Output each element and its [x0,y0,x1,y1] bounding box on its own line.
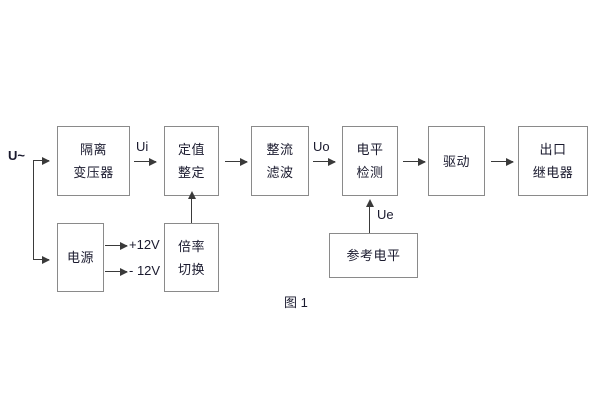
arrow-rectify-filter-to-level-detection [313,157,336,166]
block-output-relay-line-2: 继电器 [532,165,574,180]
signal-label-ui: Ui [136,139,149,154]
block-rectify-filter: 整流 滤波 [251,126,309,196]
arrow-source-to-power-supply [33,255,50,264]
figure-caption: 图 1 [284,295,308,310]
arrow-power-supply-negative-rail [105,267,128,276]
rail-label-positive-12v: +12V [129,237,160,252]
arrow-setting-value-to-rectify-filter [225,157,248,166]
block-setting-value: 定值 整定 [164,126,219,196]
arrow-source-to-isolation-transformer [33,156,50,165]
arrow-drive-to-output-relay [491,157,514,166]
block-output-relay: 出口 继电器 [518,126,588,196]
arrow-isolation-transformer-to-setting-value [134,157,157,166]
arrow-ratio-switch-to-setting-value [187,191,196,223]
block-level-detection-line-2: 检测 [356,165,384,180]
block-rectify-filter-line-1: 整流 [266,142,294,157]
block-rectify-filter-line-2: 滤波 [266,165,294,180]
rail-label-negative-12v: - 12V [129,263,161,278]
source-label-u-ac: U~ [8,148,25,163]
block-drive-line-1: 驱动 [442,153,470,169]
block-reference-level-line-1: 参考电平 [346,248,401,263]
signal-label-ue: Ue [377,207,394,222]
block-level-detection: 电平 检测 [342,126,398,196]
block-ratio-switch-line-1: 倍率 [177,238,205,254]
block-isolation-transformer-line-2: 变压器 [73,165,114,180]
block-isolation-transformer: 隔离 变压器 [57,126,130,196]
arrow-power-supply-positive-rail [105,241,128,250]
block-setting-value-line-1: 定值 [177,142,205,157]
block-reference-level: 参考电平 [329,233,418,278]
arrow-level-detection-to-drive [403,157,426,166]
block-isolation-transformer-line-1: 隔离 [79,142,107,157]
block-setting-value-line-2: 整定 [177,165,205,180]
block-level-detection-line-1: 电平 [356,142,384,157]
block-power-supply-line-1: 电源 [66,250,94,265]
supply-bus-line [33,160,34,259]
block-ratio-switch: 倍率 切换 [164,223,219,292]
block-drive: 驱动 [428,126,485,196]
block-ratio-switch-line-2: 切换 [177,261,205,277]
block-power-supply: 电源 [57,223,104,292]
arrow-reference-level-to-level-detection [365,199,374,233]
signal-label-uo: Uo [313,139,330,154]
block-output-relay-line-1: 出口 [539,142,567,157]
